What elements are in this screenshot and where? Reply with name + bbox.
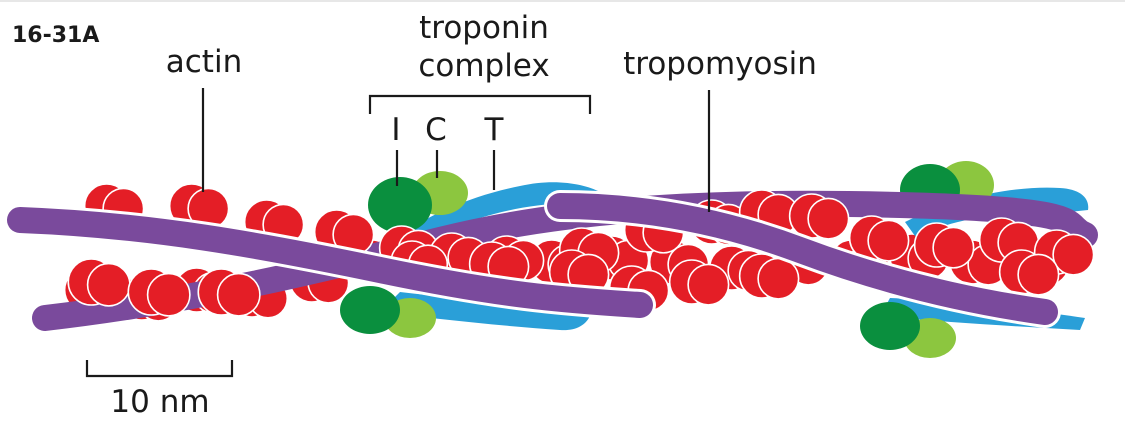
actin-monomer — [913, 222, 975, 269]
troponin-t-shape — [380, 292, 590, 331]
actin-monomer — [127, 268, 191, 317]
tropomyosin-label: tropomyosin — [623, 46, 817, 82]
troponin-c-label: C — [425, 112, 447, 148]
actin-monomer — [668, 259, 730, 306]
actin-monomer-lobe — [757, 257, 800, 300]
tropomyosin-strand — [547, 193, 1058, 325]
actin-monomer-lobe — [216, 272, 261, 317]
actin-monomer-lobe — [146, 272, 191, 317]
figure-label: 16-31A — [12, 23, 99, 48]
actin-monomer — [197, 268, 261, 317]
actin-monomer-lobe — [1052, 233, 1095, 276]
troponin-complex-label-line2: complex — [418, 48, 549, 84]
tropomyosin-strand — [7, 207, 653, 318]
actin-monomer-lobe — [687, 263, 730, 306]
tropomyosin-strand-front — [4, 190, 1061, 328]
actin-monomer — [67, 258, 131, 307]
troponin-complex-label-line1: troponin — [419, 10, 549, 46]
actin-monomer-lobe — [1017, 253, 1060, 296]
actin-monomer-lobe — [807, 197, 850, 240]
scale-bar-label: 10 nm — [110, 384, 209, 420]
actin-monomer — [788, 193, 850, 240]
scale-bar — [85, 360, 234, 378]
actin-monomer-lobe — [86, 262, 131, 307]
actin-label: actin — [166, 44, 242, 80]
actin-monomer-lobe — [932, 226, 975, 269]
actin-monomer-lobe — [867, 219, 910, 262]
troponin-i-shape — [340, 286, 400, 334]
troponin-complex-bracket — [368, 94, 592, 114]
troponin-i-label: I — [391, 112, 400, 148]
actin-monomer — [998, 249, 1060, 296]
troponin-i-shape — [860, 302, 920, 350]
troponin-i-shape — [368, 177, 432, 233]
troponin-t-label: T — [484, 112, 505, 148]
